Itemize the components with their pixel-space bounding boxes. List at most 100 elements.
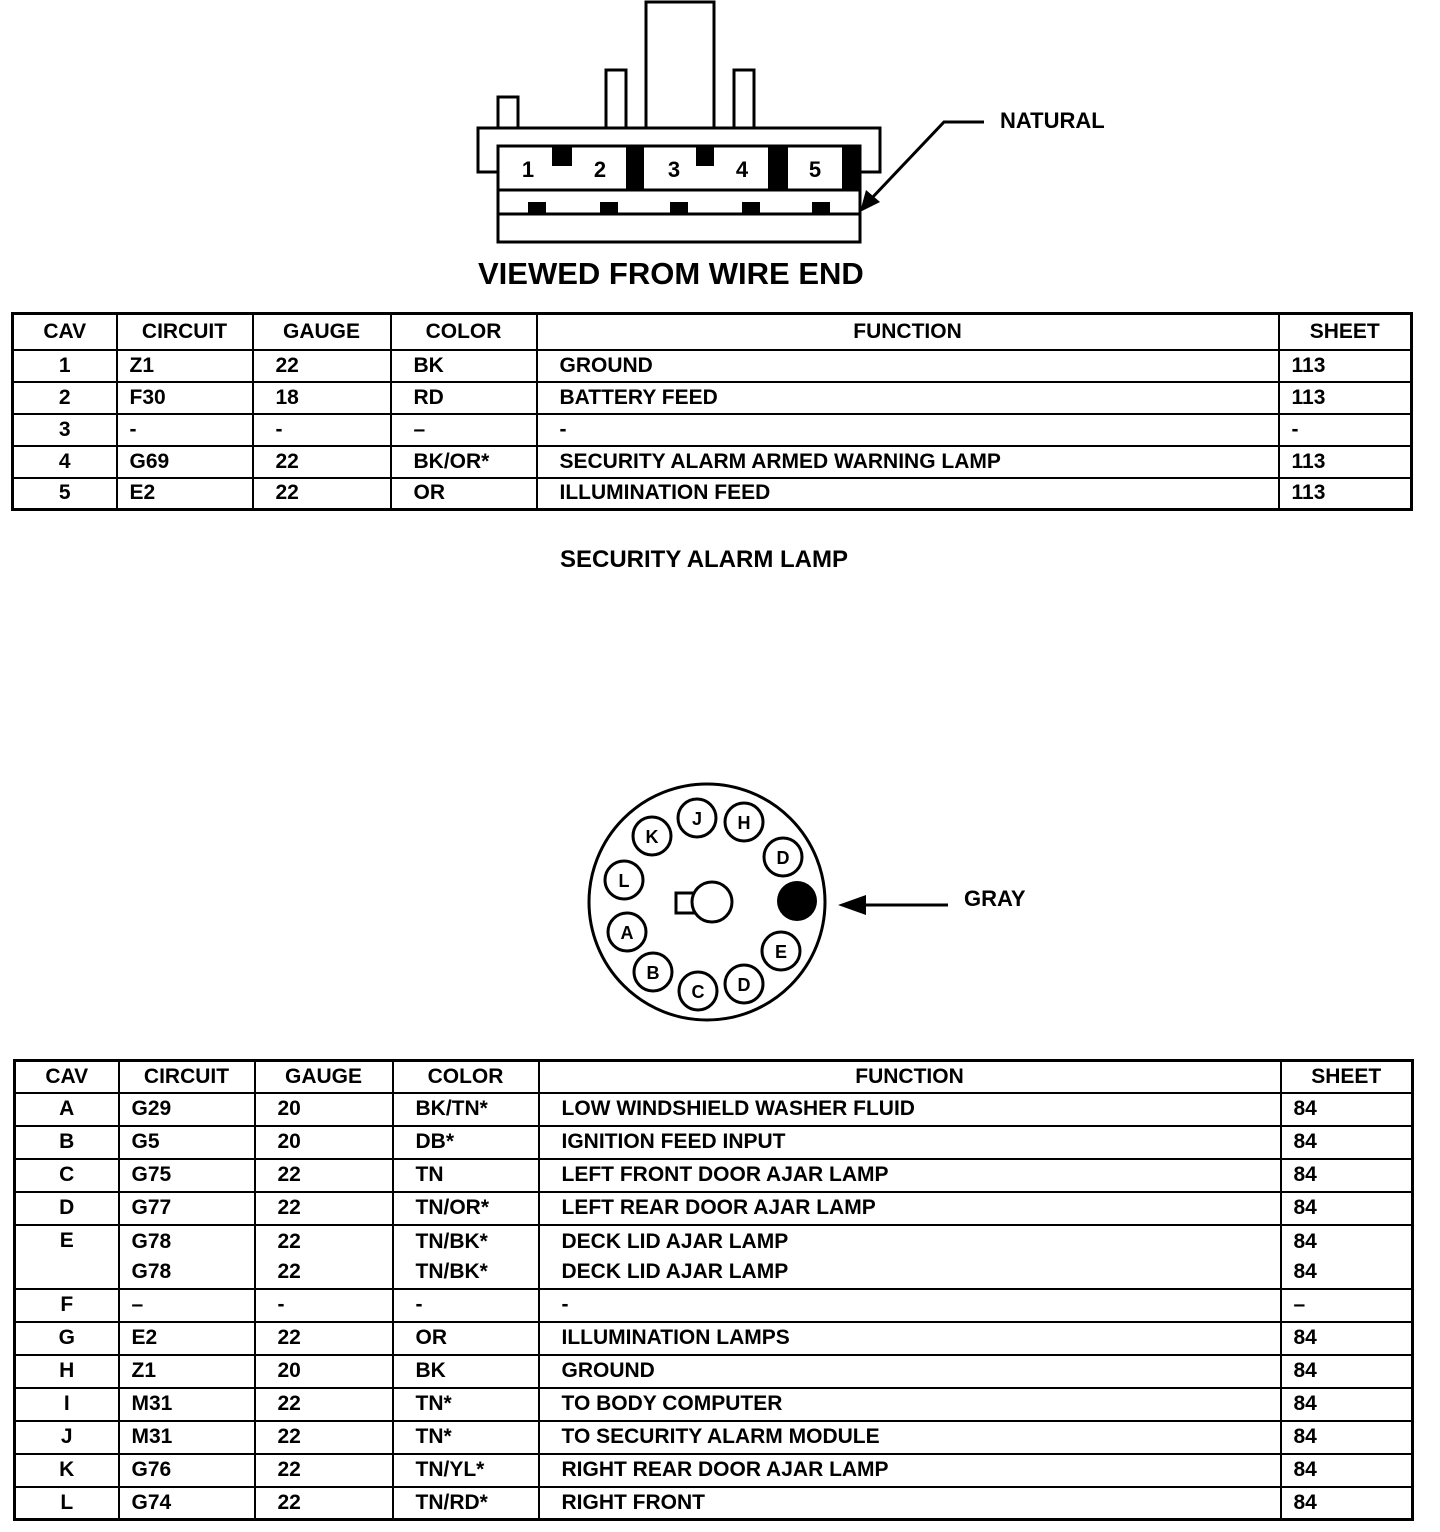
connector-1-diagram: 1 2 3 4 5 NATURAL xyxy=(476,0,1105,244)
header-function: FUNCTION xyxy=(537,1059,1282,1094)
cell-function: ILLUMINATION FEED xyxy=(535,476,1280,511)
cell-sheet: 84 xyxy=(1279,1386,1414,1422)
cell-function: ILLUMINATION LAMPS xyxy=(537,1320,1282,1356)
cell-gauge: 22 xyxy=(253,1190,394,1226)
cell-cav: A xyxy=(13,1091,120,1127)
cell-gauge: 20 xyxy=(253,1353,394,1389)
cell-sheet: 84 xyxy=(1279,1452,1414,1488)
cell-color: TN xyxy=(391,1157,540,1193)
cell-function: LEFT REAR DOOR AJAR LAMP xyxy=(537,1190,1282,1226)
table-row: A G29 20 BK/TN* LOW WINDSHIELD WASHER FL… xyxy=(13,1091,1414,1127)
cell-cav: 1 xyxy=(11,348,118,383)
cavity-2-label: 2 xyxy=(594,157,606,182)
cell-gauge: 22 xyxy=(251,444,392,479)
cell-function: LEFT FRONT DOOR AJAR LAMP xyxy=(537,1157,1282,1193)
cell-sheet-value: 84 xyxy=(1293,1259,1317,1283)
cell-color: TN* xyxy=(391,1419,540,1455)
cell-sheet: 84 xyxy=(1279,1091,1414,1127)
cell-gauge: 20 xyxy=(253,1091,394,1127)
cell-color: TN/RD* xyxy=(391,1485,540,1521)
cell-color: TN* xyxy=(391,1386,540,1422)
plugged-cavity xyxy=(777,881,817,921)
cell-color: - xyxy=(391,1287,540,1323)
header-cav: CAV xyxy=(11,312,118,351)
cell-sheet: 113 xyxy=(1277,380,1413,415)
cell-circuit: F30 xyxy=(115,380,254,415)
cell-circuit: E2 xyxy=(117,1320,256,1356)
connector-1-pinout-table: CAV CIRCUIT GAUGE COLOR FUNCTION SHEET 1… xyxy=(11,312,1413,511)
cell-cav: E xyxy=(13,1223,120,1290)
cell-function: BATTERY FEED xyxy=(535,380,1280,415)
cell-gauge: 18 xyxy=(251,380,392,415)
cell-color: OR xyxy=(389,476,538,511)
cell-function: DECK LID AJAR LAMP DECK LID AJAR LAMP xyxy=(537,1223,1282,1290)
pin-label: K xyxy=(646,827,659,847)
table-row: G E2 22 OR ILLUMINATION LAMPS 84 xyxy=(13,1320,1414,1356)
cell-circuit: G5 xyxy=(117,1124,256,1160)
cell-circuit: Z1 xyxy=(115,348,254,383)
cell-gauge: 22 xyxy=(251,348,392,383)
cell-sheet: 113 xyxy=(1277,444,1413,479)
cell-gauge: - xyxy=(253,1287,394,1323)
cell-cav: K xyxy=(13,1452,120,1488)
pin-label: D xyxy=(777,848,790,868)
cell-function-value: DECK LID AJAR LAMP xyxy=(561,1229,789,1253)
connector-2-pinout-table: CAV CIRCUIT GAUGE COLOR FUNCTION SHEET A… xyxy=(13,1059,1414,1521)
table-row: 1 Z1 22 BK GROUND 113 xyxy=(11,348,1413,383)
cell-gauge-value: 22 xyxy=(277,1259,301,1283)
pin-label: J xyxy=(692,809,702,829)
pin-label: L xyxy=(619,871,630,891)
cell-color: DB* xyxy=(391,1124,540,1160)
cell-gauge: 22 xyxy=(253,1485,394,1521)
cell-circuit: G76 xyxy=(117,1452,256,1488)
cell-function: RIGHT FRONT xyxy=(537,1485,1282,1521)
cell-circuit: G77 xyxy=(117,1190,256,1226)
cell-color: BK/TN* xyxy=(391,1091,540,1127)
cell-function: - xyxy=(537,1287,1282,1323)
table-row: D G77 22 TN/OR* LEFT REAR DOOR AJAR LAMP… xyxy=(13,1190,1414,1226)
table-row: 5 E2 22 OR ILLUMINATION FEED 113 xyxy=(11,476,1413,511)
cell-cav: 5 xyxy=(11,476,118,511)
header-gauge: GAUGE xyxy=(253,1059,394,1094)
cell-function: - xyxy=(535,412,1280,447)
header-function: FUNCTION xyxy=(535,312,1280,351)
table-header-row: CAV CIRCUIT GAUGE COLOR FUNCTION SHEET xyxy=(13,1059,1414,1094)
pin-label: C xyxy=(692,982,705,1002)
cell-sheet: 113 xyxy=(1277,476,1413,511)
table-header-row: CAV CIRCUIT GAUGE COLOR FUNCTION SHEET xyxy=(11,312,1413,351)
pin-label: E xyxy=(775,942,787,962)
header-sheet: SHEET xyxy=(1277,312,1413,351)
cell-cav: G xyxy=(13,1320,120,1356)
cell-color-value: TN/BK* xyxy=(415,1259,488,1283)
cell-circuit: - xyxy=(115,412,254,447)
cell-circuit: M31 xyxy=(117,1419,256,1455)
gray-color-label: GRAY xyxy=(964,886,1026,911)
cell-cav: 3 xyxy=(11,412,118,447)
cell-circuit: G75 xyxy=(117,1157,256,1193)
cell-color: – xyxy=(389,412,538,447)
cell-circuit: M31 xyxy=(117,1386,256,1422)
cell-cav: F xyxy=(13,1287,120,1323)
cell-sheet: 113 xyxy=(1277,348,1413,383)
view-caption: VIEWED FROM WIRE END xyxy=(478,256,864,291)
table-row: K G76 22 TN/YL* RIGHT REAR DOOR AJAR LAM… xyxy=(13,1452,1414,1488)
cell-function: TO BODY COMPUTER xyxy=(537,1386,1282,1422)
header-color: COLOR xyxy=(389,312,538,351)
header-circuit: CIRCUIT xyxy=(115,312,254,351)
cell-color: BK/OR* xyxy=(389,444,538,479)
table-row: B G5 20 DB* IGNITION FEED INPUT 84 xyxy=(13,1124,1414,1160)
cell-sheet: – xyxy=(1279,1287,1414,1323)
cavity-4-label: 4 xyxy=(736,157,749,182)
cell-cav-value: E xyxy=(59,1228,74,1252)
header-color: COLOR xyxy=(391,1059,540,1094)
table-row: 4 G69 22 BK/OR* SECURITY ALARM ARMED WAR… xyxy=(11,444,1413,479)
cell-gauge: 22 xyxy=(253,1320,394,1356)
cell-cav: I xyxy=(13,1386,120,1422)
header-sheet: SHEET xyxy=(1279,1059,1414,1094)
cell-function-value: DECK LID AJAR LAMP xyxy=(561,1259,789,1283)
cell-function: IGNITION FEED INPUT xyxy=(537,1124,1282,1160)
cell-circuit: E2 xyxy=(115,476,254,511)
cell-cav: 2 xyxy=(11,380,118,415)
